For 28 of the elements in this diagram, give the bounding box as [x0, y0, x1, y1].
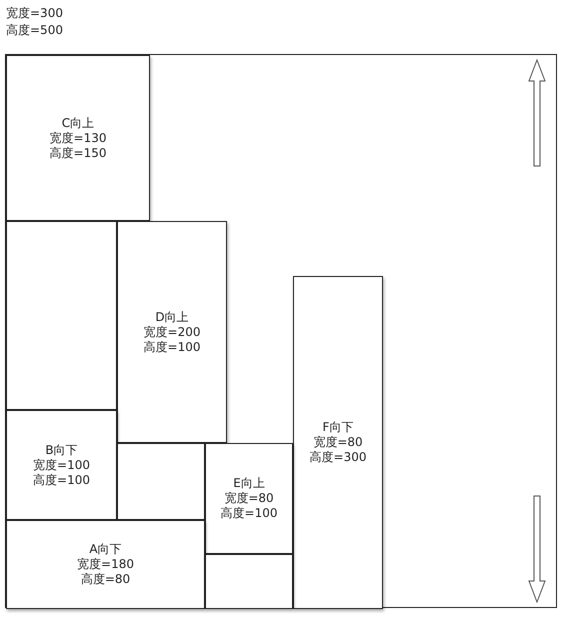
box-name-label: E向上	[233, 476, 265, 491]
size-label: 宽度=80	[313, 435, 363, 450]
box-name-label: B向下	[45, 442, 78, 458]
size-label: 宽度=200	[144, 324, 200, 340]
size-label: 宽度=300	[6, 5, 63, 22]
size-label: 高度=80	[80, 572, 130, 587]
box-name-label: C向上	[62, 116, 94, 130]
size-label: 宽度=100	[33, 458, 90, 472]
box-name-label: A向下	[89, 542, 122, 557]
packed-box	[205, 443, 293, 554]
packed-box	[6, 410, 117, 520]
size-label: 高度=500	[6, 22, 63, 39]
size-label: 宽度=130	[50, 130, 106, 146]
size-label: 宽度=180	[77, 557, 134, 572]
packed-box	[117, 221, 227, 443]
empty-space-box	[117, 443, 205, 520]
size-label: 高度=100	[144, 340, 200, 354]
packed-box	[6, 55, 150, 221]
packed-box	[293, 276, 383, 609]
size-label: 高度=100	[33, 472, 90, 488]
size-label: 高度=300	[310, 450, 366, 465]
box-name-label: D向上	[155, 310, 189, 324]
size-label: 宽度=80	[224, 491, 274, 506]
size-label: 高度=150	[50, 146, 106, 160]
packed-box	[6, 520, 205, 609]
box-name-label: F向下	[322, 420, 354, 435]
size-label: 高度=100	[220, 506, 278, 521]
empty-space-box	[205, 554, 293, 609]
